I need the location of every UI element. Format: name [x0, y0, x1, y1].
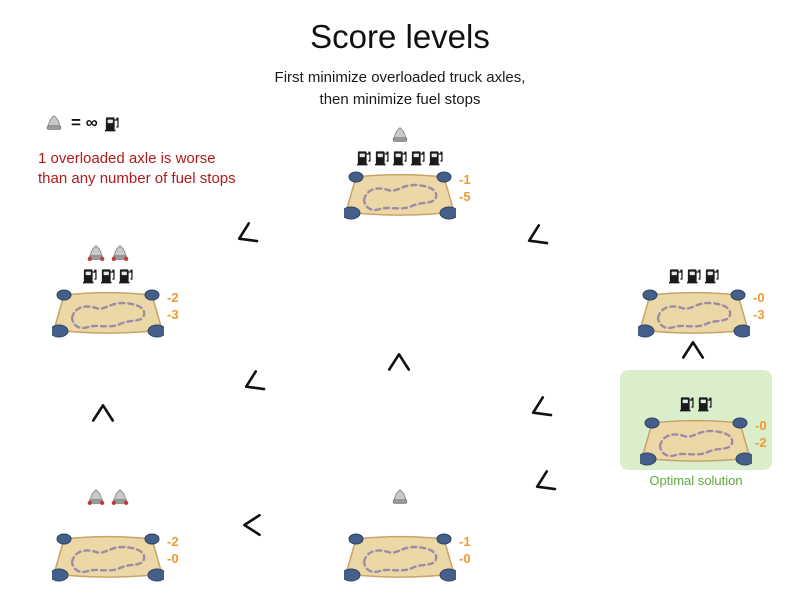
page-title: Score levels	[310, 18, 490, 55]
overloaded-truck-icon	[86, 244, 106, 262]
fuel-pump-icon	[83, 267, 97, 284]
route-map: -1 -5	[341, 170, 471, 220]
score-display: -0 -3	[753, 290, 765, 324]
less-than-arrow	[91, 404, 115, 422]
overloaded-truck-icon	[390, 126, 410, 144]
solution-card-middle-left: -2 -3	[49, 242, 179, 338]
legend-note: 1 overloaded axle is worse than any numb…	[38, 149, 236, 190]
overloaded-axles-icons	[344, 124, 456, 144]
fuel-pump-icon	[375, 149, 389, 166]
hard-score: -2	[167, 534, 179, 549]
overloaded-axles-icons	[52, 486, 164, 506]
score-display: -1 -5	[459, 172, 471, 206]
fuel-stops-icons	[52, 264, 164, 284]
overloaded-truck-icon	[390, 488, 410, 506]
less-than-arrow	[535, 470, 557, 491]
solution-card-bottom-center: -1 -0	[341, 486, 471, 582]
hard-score: -0	[755, 418, 767, 433]
fuel-stops-icons	[620, 392, 772, 412]
less-than-arrow	[681, 341, 705, 359]
subtitle-line-2: then minimize fuel stops	[319, 90, 481, 108]
overloaded-truck-icon	[110, 244, 130, 262]
fuel-pump-icon	[680, 395, 694, 412]
solution-card-top: -1 -5	[341, 124, 471, 220]
route-map: -2 -3	[49, 288, 179, 338]
fuel-stops-icons	[344, 508, 456, 528]
fuel-pump-icon	[393, 149, 407, 166]
hard-score: -2	[167, 290, 179, 305]
legend-note-line-1: 1 overloaded axle is worse	[38, 150, 216, 167]
route-map: -1 -0	[341, 532, 471, 582]
fuel-pump-icon	[119, 267, 133, 284]
subtitle-line-1: First minimize overloaded truck axles,	[274, 69, 526, 86]
score-display: -1 -0	[459, 534, 471, 568]
score-display: -2 -3	[167, 290, 179, 324]
score-display: -0 -2	[755, 418, 767, 452]
fuel-pump-icon	[698, 395, 712, 412]
soft-score: -0	[167, 550, 179, 566]
optimal-solution-label: Optimal solution	[649, 473, 743, 488]
fuel-pump-icon	[101, 267, 115, 284]
fuel-pump-icon	[669, 267, 683, 284]
overloaded-truck-icon	[44, 114, 64, 132]
overloaded-axles-icons	[344, 486, 456, 506]
hard-score: -1	[459, 172, 471, 187]
score-display: -2 -0	[167, 534, 179, 568]
soft-score: -0	[459, 550, 471, 566]
fuel-pump-icon	[705, 267, 719, 284]
less-than-arrow	[237, 222, 259, 243]
less-than-arrow	[243, 513, 261, 537]
optimal-solution-box: -0 -2	[620, 370, 772, 470]
fuel-stops-icons	[638, 264, 750, 284]
hard-score: -0	[753, 290, 765, 305]
soft-score: -5	[459, 188, 471, 204]
less-than-arrow	[531, 396, 553, 417]
less-than-arrow	[387, 353, 411, 371]
route-map: -0 -3	[635, 288, 765, 338]
subtitle: First minimize overloaded truck axles, t…	[0, 67, 800, 111]
overloaded-truck-icon	[110, 488, 130, 506]
fuel-pump-icon	[411, 149, 425, 166]
soft-score: -2	[755, 434, 767, 450]
route-map: -2 -0	[49, 532, 179, 582]
overloaded-axles-icons	[52, 242, 164, 262]
fuel-stops-icons	[52, 508, 164, 528]
soft-score: -3	[167, 306, 179, 322]
fuel-stops-icons	[344, 146, 456, 166]
hard-score: -1	[459, 534, 471, 549]
fuel-pump-icon	[104, 115, 119, 132]
less-than-arrow	[527, 224, 549, 245]
fuel-pump-icon	[687, 267, 701, 284]
legend-note-line-2: than any number of fuel stops	[38, 170, 236, 188]
solution-card-middle-right: -0 -3	[635, 264, 765, 338]
fuel-pump-icon	[357, 149, 371, 166]
fuel-pump-icon	[429, 149, 443, 166]
less-than-arrow	[244, 370, 266, 391]
score-legend: = ∞	[44, 112, 119, 134]
overloaded-truck-icon	[86, 488, 106, 506]
soft-score: -3	[753, 306, 765, 322]
route-map: -0 -2	[637, 416, 767, 466]
solution-card-bottom-left: -2 -0	[49, 486, 179, 582]
legend-equation: = ∞	[71, 113, 98, 132]
